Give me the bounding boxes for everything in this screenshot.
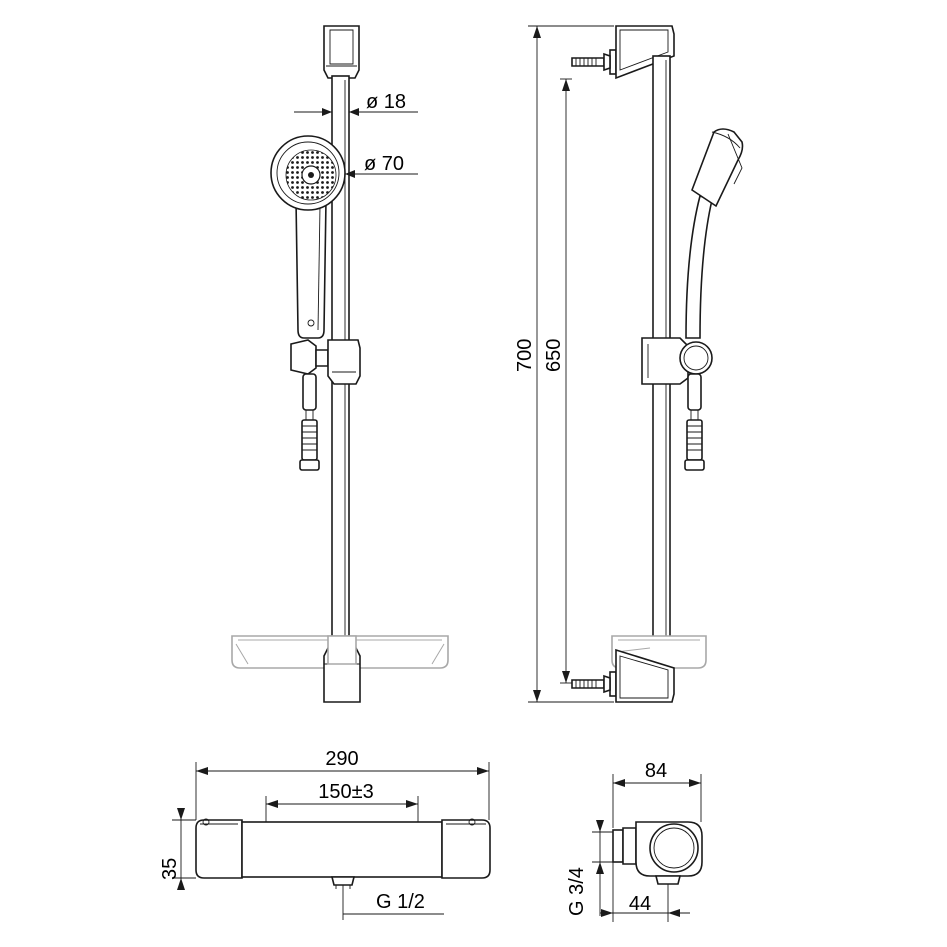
side-bottom-bracket — [571, 648, 675, 703]
mixer-depth-dimension: 84 — [612, 760, 702, 828]
bottom-bracket — [323, 635, 361, 703]
mixer-height-label: 35 — [159, 858, 181, 880]
side-hose — [684, 373, 705, 471]
top-screw — [571, 52, 611, 72]
outlet-thread-callout: G 1/2 — [342, 885, 444, 920]
height-dimension: 700 — [514, 25, 614, 703]
outlet-offset-dimension: 44 — [600, 862, 690, 922]
fixing-dimension: 650 — [543, 78, 572, 684]
inlet-spacing-label: 150±3 — [318, 781, 373, 803]
mixer-front-view: 290 150±3 — [159, 748, 491, 920]
top-bracket — [323, 25, 360, 79]
inlet-spacing-dimension: 150±3 — [265, 781, 419, 822]
fixing-distance-label: 650 — [543, 339, 565, 372]
total-height-label: 700 — [514, 339, 536, 372]
mixer-width-label: 290 — [325, 748, 358, 770]
outlet-thread-label: G 1/2 — [376, 891, 425, 913]
front-view: ø 18 ø 70 — [231, 25, 449, 703]
bar-diameter-label: ø 18 — [366, 91, 406, 113]
bar-diameter-dimension: ø 18 — [294, 91, 418, 116]
side-hand-shower — [685, 128, 744, 339]
slider-holder — [290, 339, 361, 385]
mixer-depth-label: 84 — [645, 760, 667, 782]
side-holder-knob — [679, 341, 713, 375]
side-view: 700 650 — [514, 25, 744, 703]
side-top-bracket — [571, 25, 675, 80]
hose — [299, 373, 320, 471]
mixer-side-knob — [649, 823, 699, 873]
mixer-side-view: 84 G 3/4 44 — [566, 760, 703, 922]
side-slider-holder — [641, 337, 713, 385]
head-diameter-label: ø 70 — [364, 153, 404, 175]
inlet-thread-label: G 3/4 — [566, 867, 588, 916]
mixer-width-dimension: 290 — [195, 748, 490, 820]
inlet-thread-callout: G 3/4 — [566, 820, 613, 916]
mixer-body — [195, 818, 491, 889]
outlet-offset-label: 44 — [629, 893, 651, 915]
mixer-height-dimension: 35 — [159, 808, 196, 890]
head-diameter-dimension: ø 70 — [345, 153, 418, 178]
hand-shower — [270, 135, 346, 339]
bottom-screw — [571, 674, 611, 694]
mixer-side-body — [612, 821, 703, 885]
